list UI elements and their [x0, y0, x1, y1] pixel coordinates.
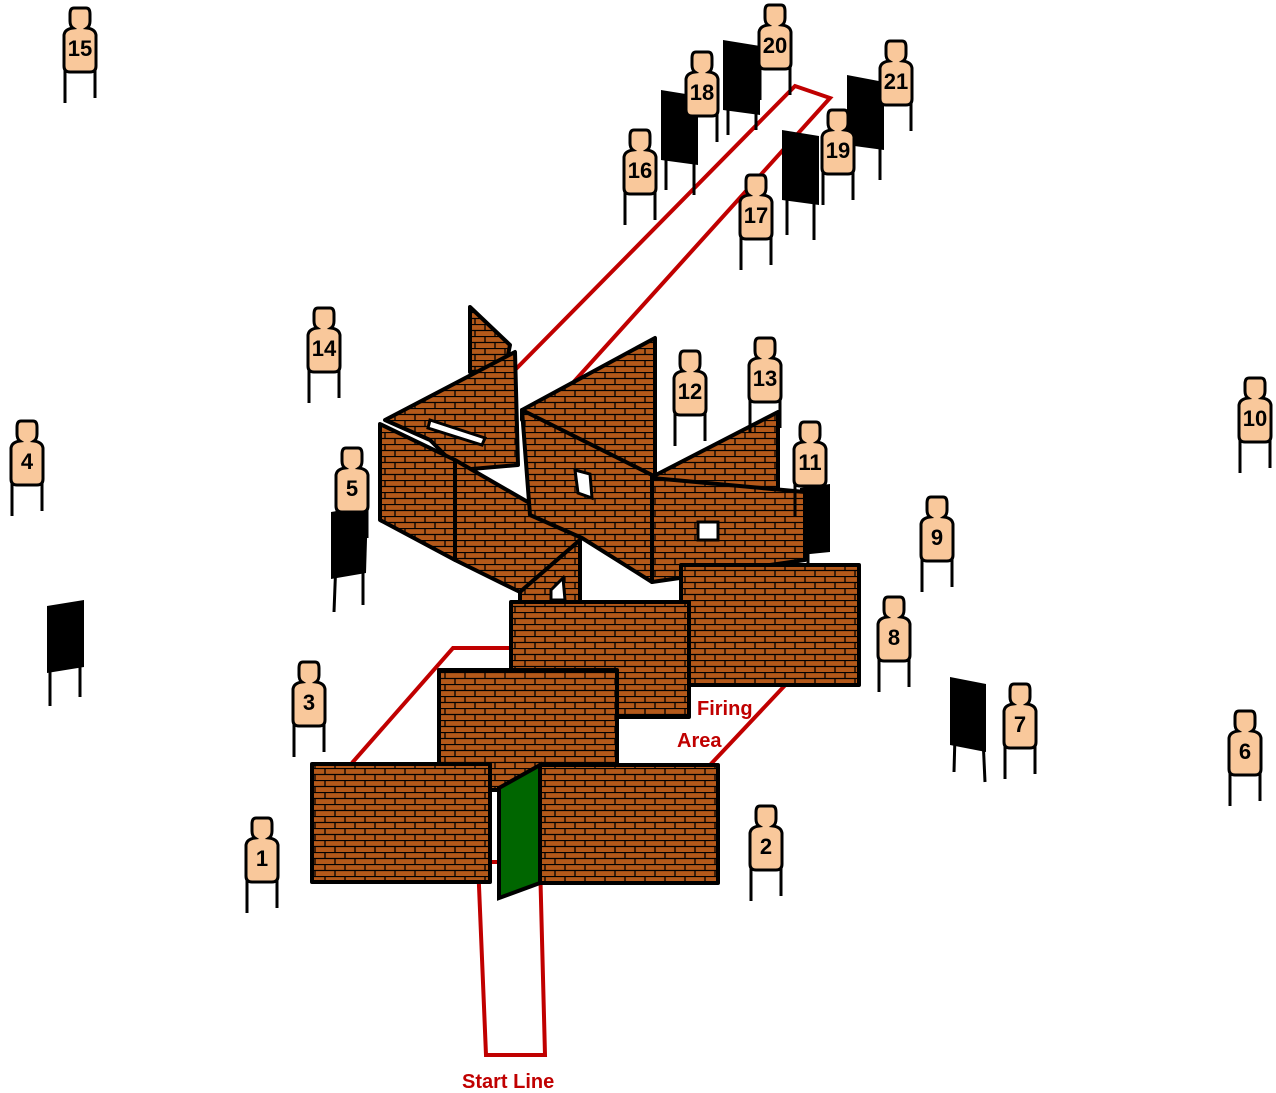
- firing-area-boundary: [350, 646, 792, 767]
- no-shoot-group: [47, 484, 987, 783]
- target-number: 11: [798, 450, 821, 475]
- target-number: 20: [763, 33, 787, 58]
- target-silhouette-icon: [334, 446, 370, 514]
- target-2: 2: [748, 804, 784, 901]
- target-18: 18: [684, 50, 720, 147]
- target-9: 9: [919, 495, 955, 592]
- wall-window: [696, 520, 720, 542]
- no-shoot-panel: [47, 600, 84, 706]
- target-silhouette-icon: [919, 495, 955, 563]
- no-shoot-panel: [782, 130, 819, 240]
- start-line-label: Start Line: [462, 1071, 554, 1093]
- target-16: 16: [622, 128, 658, 225]
- target-silhouette-icon: [820, 108, 856, 176]
- target-silhouette-icon: [792, 420, 828, 488]
- target-6: 6: [1227, 709, 1263, 806]
- target-12: 12: [672, 349, 708, 446]
- target-13: 13: [747, 336, 783, 433]
- target-silhouette-icon: [1002, 682, 1038, 750]
- firing-lane: [508, 83, 834, 388]
- wall-segment: [538, 763, 720, 885]
- target-silhouette-icon: [244, 816, 280, 884]
- target-number: 9: [931, 525, 943, 550]
- firing-area-label-line1: Firing: [697, 698, 753, 720]
- wall-segment: [679, 563, 861, 687]
- target-silhouette-icon: [738, 173, 774, 241]
- target-10: 10: [1237, 376, 1273, 473]
- wall-segment: [650, 476, 807, 584]
- target-number: 16: [628, 158, 652, 183]
- door[interactable]: [497, 761, 542, 901]
- target-silhouette-icon: [306, 306, 342, 374]
- target-number: 7: [1014, 712, 1026, 737]
- target-8: 8: [876, 595, 912, 692]
- target-number: 13: [753, 366, 777, 391]
- target-number: 12: [678, 379, 702, 404]
- target-silhouette-icon: [748, 804, 784, 872]
- wall-openings: [426, 418, 720, 602]
- target-20: 20: [757, 3, 793, 100]
- target-19: 19: [820, 108, 856, 205]
- target-number: 8: [888, 625, 900, 650]
- target-5: 5: [334, 446, 370, 543]
- target-silhouette-icon: [1237, 376, 1273, 444]
- target-number: 17: [744, 203, 768, 228]
- no-shoot-panel: [723, 40, 760, 135]
- target-number: 1: [256, 846, 268, 871]
- target-silhouette-icon: [878, 39, 914, 107]
- wall-window: [426, 418, 488, 447]
- target-number: 3: [303, 690, 315, 715]
- wall-segment: [310, 762, 492, 884]
- target-number: 6: [1239, 739, 1251, 764]
- no-shoot-panel: [331, 506, 368, 613]
- target-number: 21: [884, 69, 908, 94]
- target-silhouette-icon: [684, 50, 720, 118]
- firing-area-label-line2: Area: [677, 730, 722, 752]
- target-11: 11: [792, 420, 828, 517]
- target-number: 5: [346, 476, 358, 501]
- target-silhouette-icon: [757, 3, 793, 71]
- target-17: 17: [738, 173, 774, 270]
- target-silhouette-icon: [747, 336, 783, 404]
- target-15: 15: [62, 6, 98, 103]
- target-21: 21: [878, 39, 914, 136]
- wall-window: [573, 467, 594, 501]
- no-shoot-group-far: [661, 40, 884, 240]
- walls: [310, 305, 861, 885]
- target-number: 14: [312, 336, 337, 361]
- wall-window: [549, 574, 567, 602]
- target-silhouette-icon: [291, 660, 327, 728]
- target-7: 7: [1002, 682, 1038, 779]
- target-silhouette-icon: [622, 128, 658, 196]
- target-silhouette-icon: [876, 595, 912, 663]
- target-3: 3: [291, 660, 327, 757]
- target-4: 4: [9, 419, 45, 516]
- target-number: 15: [68, 36, 92, 61]
- no-shoot-panel: [950, 677, 987, 783]
- target-silhouette-icon: [62, 6, 98, 74]
- target-number: 4: [21, 449, 34, 474]
- target-14: 14: [306, 306, 342, 403]
- target-number: 2: [760, 834, 772, 859]
- target-1: 1: [244, 816, 280, 913]
- target-number: 10: [1243, 406, 1267, 431]
- target-silhouette-icon: [9, 419, 45, 487]
- target-silhouette-icon: [672, 349, 708, 417]
- target-number: 19: [826, 138, 850, 163]
- target-silhouette-icon: [1227, 709, 1263, 777]
- target-number: 18: [690, 80, 714, 105]
